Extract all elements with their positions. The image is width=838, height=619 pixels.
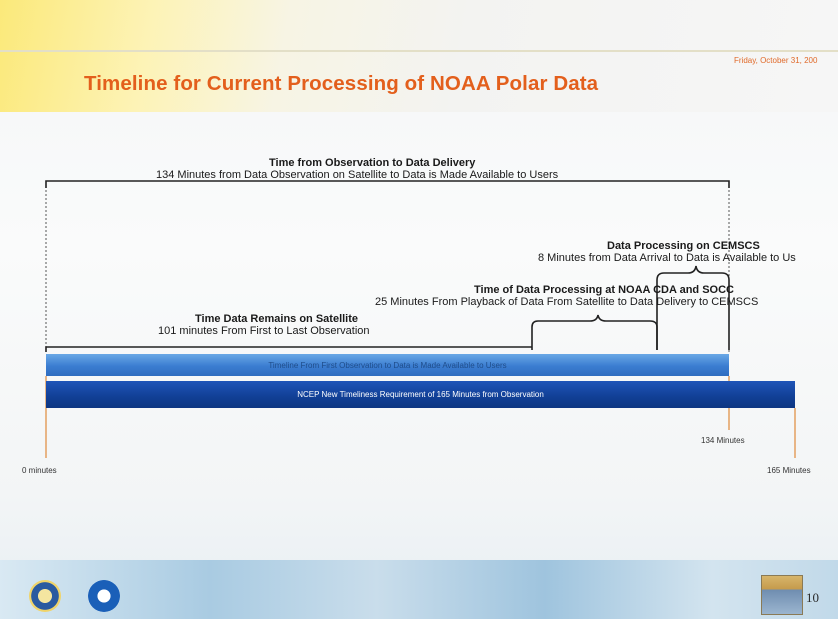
header-cemscs-subtitle: 8 Minutes from Data Arrival to Data is A…	[538, 252, 796, 264]
commerce-seal-icon	[29, 580, 61, 612]
header-divider	[0, 50, 838, 52]
building-icon	[761, 575, 803, 615]
header-band	[0, 0, 838, 112]
label-0-minutes: 0 minutes	[22, 466, 57, 475]
label-165-minutes: 165 Minutes	[767, 466, 811, 475]
bar-current-timeline: Timeline From First Observation to Data …	[46, 354, 729, 376]
brace-cda-socc	[531, 314, 658, 350]
header-observation-subtitle: 134 Minutes from Data Observation on Sat…	[156, 169, 559, 181]
header-observation-title: Time from Observation to Data Delivery	[269, 157, 476, 169]
noaa-logo-icon	[88, 580, 120, 612]
bracket-observation-to-delivery	[45, 180, 730, 188]
bracket-on-satellite	[45, 346, 532, 352]
label-134-minutes: 134 Minutes	[701, 436, 745, 445]
header-satellite-title: Time Data Remains on Satellite	[195, 313, 359, 325]
slide-title: Timeline for Current Processing of NOAA …	[84, 72, 599, 95]
brace-cemscs	[656, 265, 730, 350]
slide-date: Friday, October 31, 200	[734, 56, 818, 65]
header-cda-socc-subtitle: 25 Minutes From Playback of Data From Sa…	[375, 296, 759, 308]
bar-requirement-timeline: NCEP New Timeliness Requirement of 165 M…	[46, 381, 795, 408]
header-cda-socc-title: Time of Data Processing at NOAA CDA and …	[474, 284, 734, 296]
header-satellite-subtitle: 101 minutes From First to Last Observati…	[158, 325, 370, 337]
page-number: 10	[806, 590, 819, 605]
header-cemscs-title: Data Processing on CEMSCS	[607, 240, 760, 252]
footer-band	[0, 560, 838, 619]
